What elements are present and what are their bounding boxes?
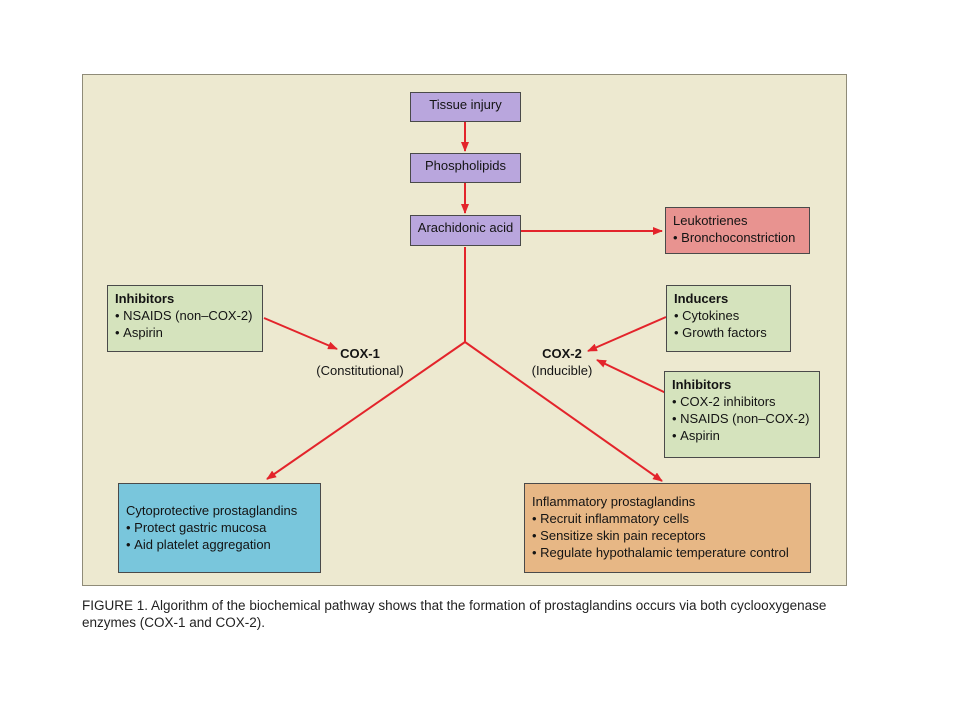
inducer-item: Cytokines bbox=[674, 307, 783, 324]
cox2-inhibitor-item: NSAIDS (non–COX-2) bbox=[672, 410, 812, 427]
leukotrienes-item: Bronchoconstriction bbox=[673, 229, 802, 246]
arrow-branch-to-cytoprotective bbox=[266, 341, 466, 480]
arrow-inducers-to-cox2 bbox=[587, 316, 667, 352]
cox2-name: COX-2 bbox=[542, 346, 582, 361]
cox1-inhibitor-item: NSAIDS (non–COX-2) bbox=[115, 307, 255, 324]
cox2-type: (Inducible) bbox=[531, 363, 593, 378]
cox1-inhibitor-item: Aspirin bbox=[115, 324, 255, 341]
inflammatory-title: Inflammatory prostaglandins bbox=[532, 494, 696, 509]
cox1-inhibitors-box: Inhibitors NSAIDS (non–COX-2) Aspirin bbox=[107, 285, 263, 352]
arrow-inhibitors-to-cox1 bbox=[263, 317, 338, 350]
cytoprotective-box: Cytoprotective prostaglandins Protect ga… bbox=[118, 483, 321, 573]
figure-caption: FIGURE 1. Algorithm of the biochemical p… bbox=[82, 598, 827, 630]
phospholipids-label: Phospholipids bbox=[425, 158, 506, 173]
arrow-branch-to-inflammatory bbox=[464, 341, 663, 482]
cytoprotective-item: Protect gastric mucosa bbox=[126, 519, 313, 536]
phospholipids-box: Phospholipids bbox=[410, 153, 521, 183]
inflammatory-item: Recruit inflammatory cells bbox=[532, 510, 803, 527]
cytoprotective-title: Cytoprotective prostaglandins bbox=[126, 503, 298, 518]
inducers-title: Inducers bbox=[674, 291, 729, 306]
cox1-type: (Constitutional) bbox=[316, 363, 404, 378]
inflammatory-item: Regulate hypothalamic temperature contro… bbox=[532, 544, 803, 561]
cox2-label: COX-2 (Inducible) bbox=[512, 345, 612, 379]
arachidonic-acid-label: Arachidonic acid bbox=[417, 220, 514, 235]
arrow-cox2-inhibitors-to-cox2 bbox=[596, 359, 667, 394]
cox2-inhibitors-title: Inhibitors bbox=[672, 377, 732, 392]
cox2-inhibitors-box: Inhibitors COX-2 inhibitors NSAIDS (non–… bbox=[664, 371, 820, 458]
tissue-injury-box: Tissue injury bbox=[410, 92, 521, 122]
inflammatory-item: Sensitize skin pain receptors bbox=[532, 527, 803, 544]
tissue-injury-label: Tissue injury bbox=[429, 97, 502, 112]
inducers-box: Inducers Cytokines Growth factors bbox=[666, 285, 791, 352]
leukotrienes-title: Leukotrienes bbox=[673, 213, 748, 228]
inducer-item: Growth factors bbox=[674, 324, 783, 341]
cox2-inhibitor-item: COX-2 inhibitors bbox=[672, 393, 812, 410]
arachidonic-acid-box: Arachidonic acid bbox=[410, 215, 521, 246]
leukotrienes-box: Leukotrienes Bronchoconstriction bbox=[665, 207, 810, 254]
cox2-inhibitor-item: Aspirin bbox=[672, 427, 812, 444]
cox1-name: COX-1 bbox=[340, 346, 380, 361]
inflammatory-box: Inflammatory prostaglandins Recruit infl… bbox=[524, 483, 811, 573]
cox1-label: COX-1 (Constitutional) bbox=[300, 345, 420, 379]
cox1-inhibitors-title: Inhibitors bbox=[115, 291, 175, 306]
cytoprotective-item: Aid platelet aggregation bbox=[126, 536, 313, 553]
